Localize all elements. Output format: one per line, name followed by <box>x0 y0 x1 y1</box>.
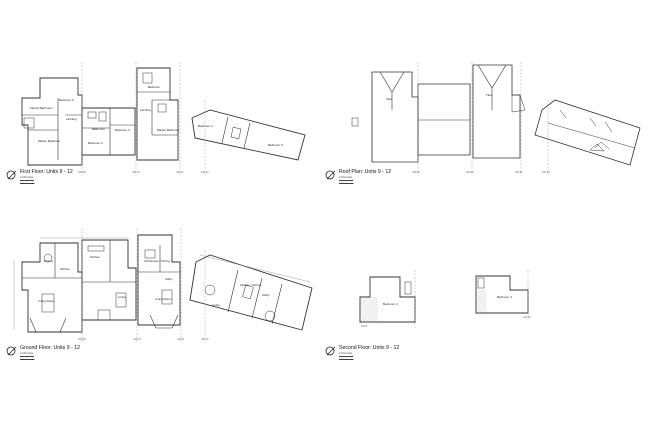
room-label: Utility <box>165 277 173 281</box>
drawing-mark-icon <box>325 170 336 180</box>
grid-ref: Unit 12 <box>542 171 550 174</box>
room-label: Living <box>118 295 126 299</box>
room-label: Bedroom 4 <box>383 302 398 306</box>
scale-bar <box>20 356 34 360</box>
panel-title: Ground Floor: Units 9 - 12 <box>20 345 80 351</box>
room-label: Bedroom 4 <box>497 295 512 299</box>
scale-bar-label: 1:100 Scale bar <box>20 183 36 185</box>
panel-scale: 1:100 scale <box>339 176 353 179</box>
room-label: Kitchen / Dining <box>240 283 261 287</box>
panel-title: Second Floor: Units 9 - 12 <box>339 345 400 351</box>
room-label: Utility <box>262 293 270 297</box>
second-floor-room-labels: Bedroom 4 Bedroom 4 <box>383 295 512 306</box>
ground-floor-grid-refs: Unit 09 Unit 10 Unit 11 Unit 12 <box>78 338 209 341</box>
panel-title: First Floor: Units 9 - 12 <box>20 169 73 175</box>
room-label: Living Room <box>155 297 172 301</box>
first-floor-grid-refs: Unit 09 Unit 10 Unit 11 Unit 12 <box>78 171 209 174</box>
ground-floor-room-labels: Dining Kitchen Living Room Kitchen Livin… <box>38 255 270 307</box>
grid-ref: Unit 12 <box>201 338 209 341</box>
room-label: Bedroom <box>148 85 161 89</box>
scale-bar-label: 1:100 Scale bar <box>339 359 355 361</box>
scale-bar-label: 1:100 Scale bar <box>20 359 36 361</box>
grid-ref: Unit 10 <box>133 338 141 341</box>
roof-grid-refs: Unit 09 Unit 10 Unit 11 Unit 12 <box>412 171 550 174</box>
grid-ref: Unit 09 <box>412 171 420 174</box>
scale-bar-label: 1:100 Scale bar <box>339 183 355 185</box>
grid-ref: Unit 09 <box>78 338 86 341</box>
panel-scale: 1:100 scale <box>20 352 34 355</box>
room-label: Kitchenette / Dining <box>144 259 170 263</box>
room-label: Master Bedroom <box>157 128 180 132</box>
room-label: Bedroom 3 <box>59 98 74 102</box>
panel-scale: 1:100 scale <box>339 352 353 355</box>
drawing-mark-icon <box>6 170 17 180</box>
room-label: Living <box>212 303 220 307</box>
panel-scale: 1:100 scale <box>20 176 34 179</box>
grid-ref: Unit 10 <box>466 171 474 174</box>
grid-ref: Unit 12 <box>523 316 531 319</box>
room-label: Bedroom 2 <box>198 124 213 128</box>
grid-ref: Unit 11 <box>176 171 184 174</box>
roof-label: Tiles <box>386 97 393 101</box>
room-label: Living Room <box>38 299 55 303</box>
room-label: Master Bedroom <box>38 139 61 143</box>
room-label: Bedroom 3 <box>268 143 283 147</box>
drawing-mark-icon <box>325 346 336 356</box>
grid-ref: Unit 9 <box>361 325 368 328</box>
room-label: Bathroom <box>92 127 106 131</box>
scale-bar <box>339 180 353 184</box>
grid-ref: Unit 09 <box>78 171 86 174</box>
grid-ref: Unit 11 <box>515 171 523 174</box>
drawing-mark-icon <box>6 346 17 356</box>
ground-floor-plan <box>13 228 313 342</box>
first-floor-plan <box>21 62 306 175</box>
room-label: Bedroom 2 <box>88 141 103 145</box>
scale-bar <box>339 356 353 360</box>
roof-label: Tiles <box>486 93 493 97</box>
room-label: Kitchen <box>90 255 100 259</box>
roof-labels: Tiles Tiles <box>386 93 493 101</box>
grid-ref: Unit 10 <box>132 171 140 174</box>
grid-ref: Unit 11 <box>177 338 185 341</box>
room-label: Family Bathroom <box>30 106 53 110</box>
scale-bar <box>20 180 34 184</box>
panel-title: Roof Plan: Units 9 - 12 <box>339 169 392 175</box>
grid-ref: Unit 12 <box>201 171 209 174</box>
room-label: Bedroom 3 <box>115 128 130 132</box>
room-label: Landing <box>140 108 151 112</box>
room-label: Landing <box>66 117 77 121</box>
roof-plan <box>351 62 641 175</box>
second-floor-plan <box>359 270 529 330</box>
first-floor-room-labels: Bedroom 3 Family Bathroom Master Bedroom… <box>30 85 283 147</box>
room-label: Kitchen <box>60 267 70 271</box>
second-floor-grid-refs: Unit 9 Unit 12 <box>361 316 531 328</box>
room-label: Dining <box>44 259 53 263</box>
